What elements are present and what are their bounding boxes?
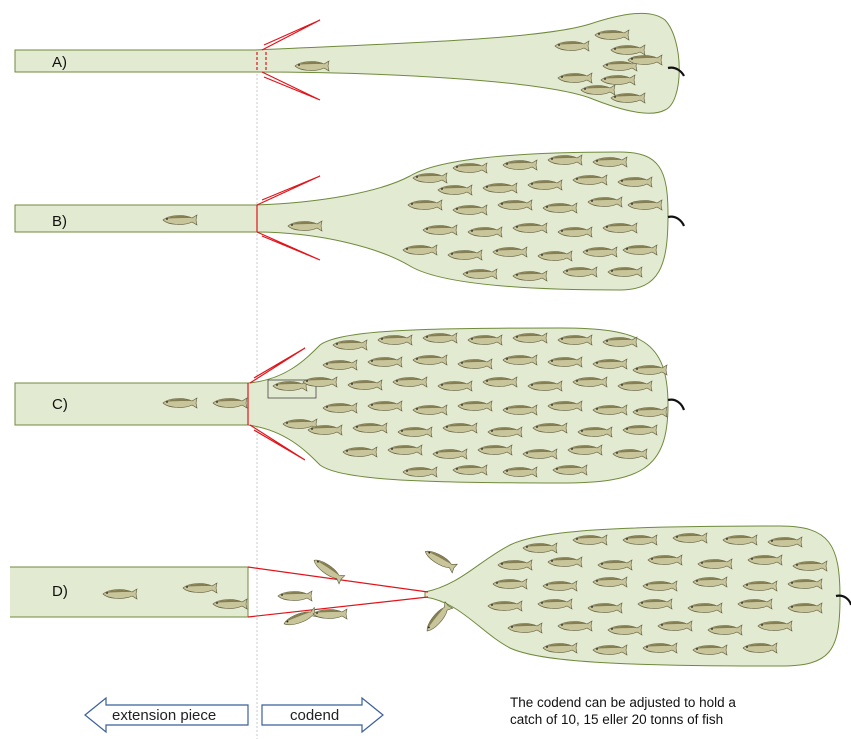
panel-label-a: A) xyxy=(52,54,67,71)
panel-d: D) xyxy=(10,526,851,666)
panel-label-b: B) xyxy=(52,213,67,230)
caption: The codend can be adjusted to hold a cat… xyxy=(510,694,840,728)
panel-label-c: C) xyxy=(52,396,68,413)
caption-line-1: The codend can be adjusted to hold a xyxy=(510,694,840,711)
extension-piece-label: extension piece xyxy=(112,707,216,724)
panel-a: A) xyxy=(15,13,684,113)
codend-label: codend xyxy=(290,707,339,724)
caption-line-2: catch of 10, 15 eller 20 tonns of fish xyxy=(510,711,840,728)
codend-knot-c xyxy=(668,400,684,410)
codend-outline-d xyxy=(425,526,840,666)
net-outline-a xyxy=(15,13,679,113)
extension-piece-arrow: extension piece xyxy=(85,698,248,732)
panel-c: C) xyxy=(15,328,684,483)
panel-label-d: D) xyxy=(52,583,68,600)
codend-knot-b xyxy=(668,217,684,226)
panel-b: B) xyxy=(15,152,684,290)
codend-arrow: codend xyxy=(262,698,383,732)
